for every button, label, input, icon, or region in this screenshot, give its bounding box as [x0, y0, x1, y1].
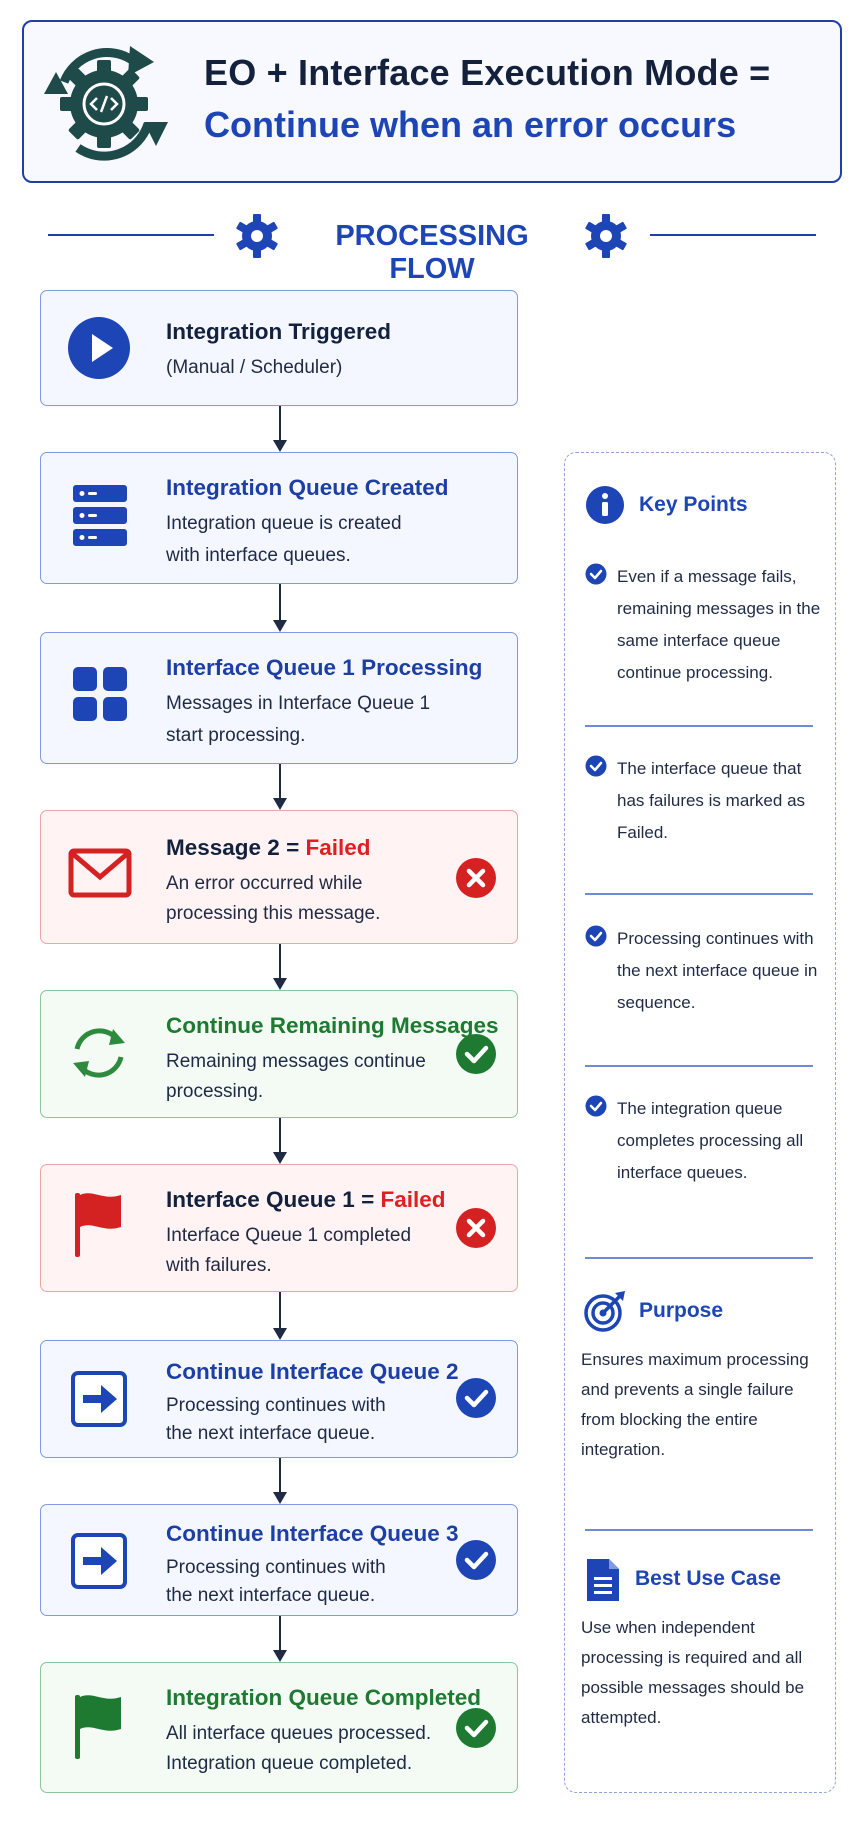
step-description-line1: All interface queues processed. — [166, 1723, 432, 1744]
step-title: Message 2 = Failed — [166, 835, 371, 861]
step-title: Continue Interface Queue 2 — [166, 1359, 459, 1384]
key-point-text: The interface queue that has failures is… — [617, 759, 806, 842]
play-icon — [68, 317, 130, 379]
flow-arrow — [273, 1458, 287, 1504]
key-points-panel: Key Points Even if a message fails, rema… — [564, 452, 836, 1793]
arrow-right-box-icon — [71, 1533, 127, 1589]
refresh-icon — [73, 1028, 125, 1078]
header-title-line1: EO + Interface Execution Mode = — [204, 52, 771, 93]
flow-arrow — [273, 1292, 287, 1340]
info-icon — [586, 486, 624, 524]
step-title: Integration Queue Completed — [166, 1685, 482, 1710]
step-description-line1: Processing continues with — [166, 1557, 386, 1578]
flow-arrow — [273, 764, 287, 810]
green-flag-icon — [75, 1695, 121, 1759]
key-point-text: The integration queue completes processi… — [617, 1099, 804, 1182]
server-stack-icon — [73, 485, 127, 546]
heading-divider-left — [48, 234, 214, 236]
step-description-line2: processing this message. — [166, 903, 381, 924]
step-title-prefix: Interface Queue 1 = — [166, 1187, 381, 1212]
flow-arrow — [273, 584, 287, 632]
panel-divider — [585, 1529, 813, 1531]
check-green-icon — [456, 1708, 496, 1748]
key-points-heading: Key Points — [639, 493, 748, 516]
check-circle-icon — [585, 755, 607, 777]
step-description-line1: An error occurred while — [166, 873, 363, 894]
gear-code-cycle-icon — [44, 46, 168, 161]
key-point: The interface queue that has failures is… — [585, 753, 821, 849]
check-blue-icon — [456, 1540, 496, 1580]
step-title-prefix: Message 2 = — [166, 835, 306, 860]
step-description-line2: Integration queue completed. — [166, 1753, 413, 1774]
check-blue-icon — [456, 1378, 496, 1418]
header-banner: EO + Interface Execution Mode = Continue… — [22, 20, 842, 183]
step-continue-remaining-messages: Continue Remaining Messages Remaining me… — [40, 990, 518, 1118]
target-icon — [584, 1291, 625, 1332]
step-description-line2: with failures. — [166, 1255, 272, 1276]
step-description-line2: processing. — [166, 1081, 264, 1102]
step-integration-queue-completed: Integration Queue Completed All interfac… — [40, 1662, 518, 1793]
step-description-line1: Remaining messages continue — [166, 1051, 426, 1072]
arrow-right-box-icon — [71, 1371, 127, 1427]
header-title-line2: Continue when an error occurs — [204, 104, 737, 145]
check-green-icon — [456, 1034, 496, 1074]
step-description-line1: Processing continues with — [166, 1395, 386, 1416]
step-interface-queue-1-failed: Interface Queue 1 = Failed Interface Que… — [40, 1164, 518, 1292]
best-use-case-text: Use when independent processing is requi… — [581, 1618, 805, 1727]
step-interface-queue-1-processing: Interface Queue 1 Processing Messages in… — [40, 632, 518, 764]
error-x-icon — [456, 1208, 496, 1248]
panel-divider — [585, 725, 813, 727]
step-description: (Manual / Scheduler) — [166, 357, 343, 378]
key-point-text: Even if a message fails, remaining messa… — [617, 567, 821, 682]
step-integration-queue-created: Integration Queue Created Integration qu… — [40, 452, 518, 584]
document-icon — [587, 1559, 619, 1601]
grid-icon — [73, 667, 127, 721]
header-title: EO + Interface Execution Mode = Continue… — [204, 52, 830, 146]
key-point: The integration queue completes processi… — [585, 1093, 821, 1189]
panel-divider — [585, 893, 813, 895]
step-title: Interface Queue 1 = Failed — [166, 1187, 446, 1213]
step-description-line2: start processing. — [166, 725, 306, 746]
purpose-text: Ensures maximum processing and prevents … — [581, 1350, 809, 1459]
step-description-line2: the next interface queue. — [166, 1585, 376, 1606]
best-use-case-heading: Best Use Case — [635, 1567, 781, 1590]
gear-icon — [585, 214, 627, 258]
processing-flow-title: PROCESSING FLOW — [335, 220, 529, 285]
step-title: Interface Queue 1 Processing — [166, 655, 483, 680]
flow-arrow — [273, 1118, 287, 1164]
step-continue-interface-queue-3: Continue Interface Queue 3 Processing co… — [40, 1504, 518, 1616]
processing-flow-heading: PROCESSING FLOW — [0, 208, 864, 285]
step-description-line1: Integration queue is created — [166, 513, 402, 534]
flow-arrow — [273, 944, 287, 990]
red-flag-icon — [75, 1193, 121, 1257]
step-description-line1: Interface Queue 1 completed — [166, 1225, 412, 1246]
step-continue-interface-queue-2: Continue Interface Queue 2 Processing co… — [40, 1340, 518, 1458]
step-title: Integration Queue Created — [166, 475, 449, 500]
failed-status-label: Failed — [305, 835, 371, 860]
step-integration-triggered: Integration Triggered (Manual / Schedule… — [40, 290, 518, 406]
check-circle-icon — [585, 1095, 607, 1117]
panel-divider — [585, 1065, 813, 1067]
step-title: Continue Interface Queue 3 — [166, 1521, 459, 1546]
check-circle-icon — [585, 563, 607, 585]
flow-arrow — [273, 406, 287, 452]
error-x-icon — [456, 858, 496, 898]
key-point: Processing continues with the next inter… — [585, 923, 821, 1019]
step-message-2-failed: Message 2 = Failed An error occurred whi… — [40, 810, 518, 944]
step-title: Integration Triggered — [166, 319, 392, 344]
mail-icon — [68, 848, 132, 898]
heading-divider-right — [650, 234, 816, 236]
failed-status-label: Failed — [380, 1187, 446, 1212]
step-description-line2: with interface queues. — [166, 545, 351, 566]
step-description-line2: the next interface queue. — [166, 1423, 376, 1444]
purpose-heading: Purpose — [639, 1299, 724, 1322]
flow-arrow — [273, 1616, 287, 1662]
step-title: Continue Remaining Messages — [166, 1013, 499, 1038]
gear-icon — [236, 214, 278, 258]
step-description-line1: Messages in Interface Queue 1 — [166, 693, 431, 714]
key-point-text: Processing continues with the next inter… — [617, 929, 818, 1012]
panel-divider — [585, 1257, 813, 1259]
check-circle-icon — [585, 925, 607, 947]
key-point: Even if a message fails, remaining messa… — [585, 561, 821, 689]
